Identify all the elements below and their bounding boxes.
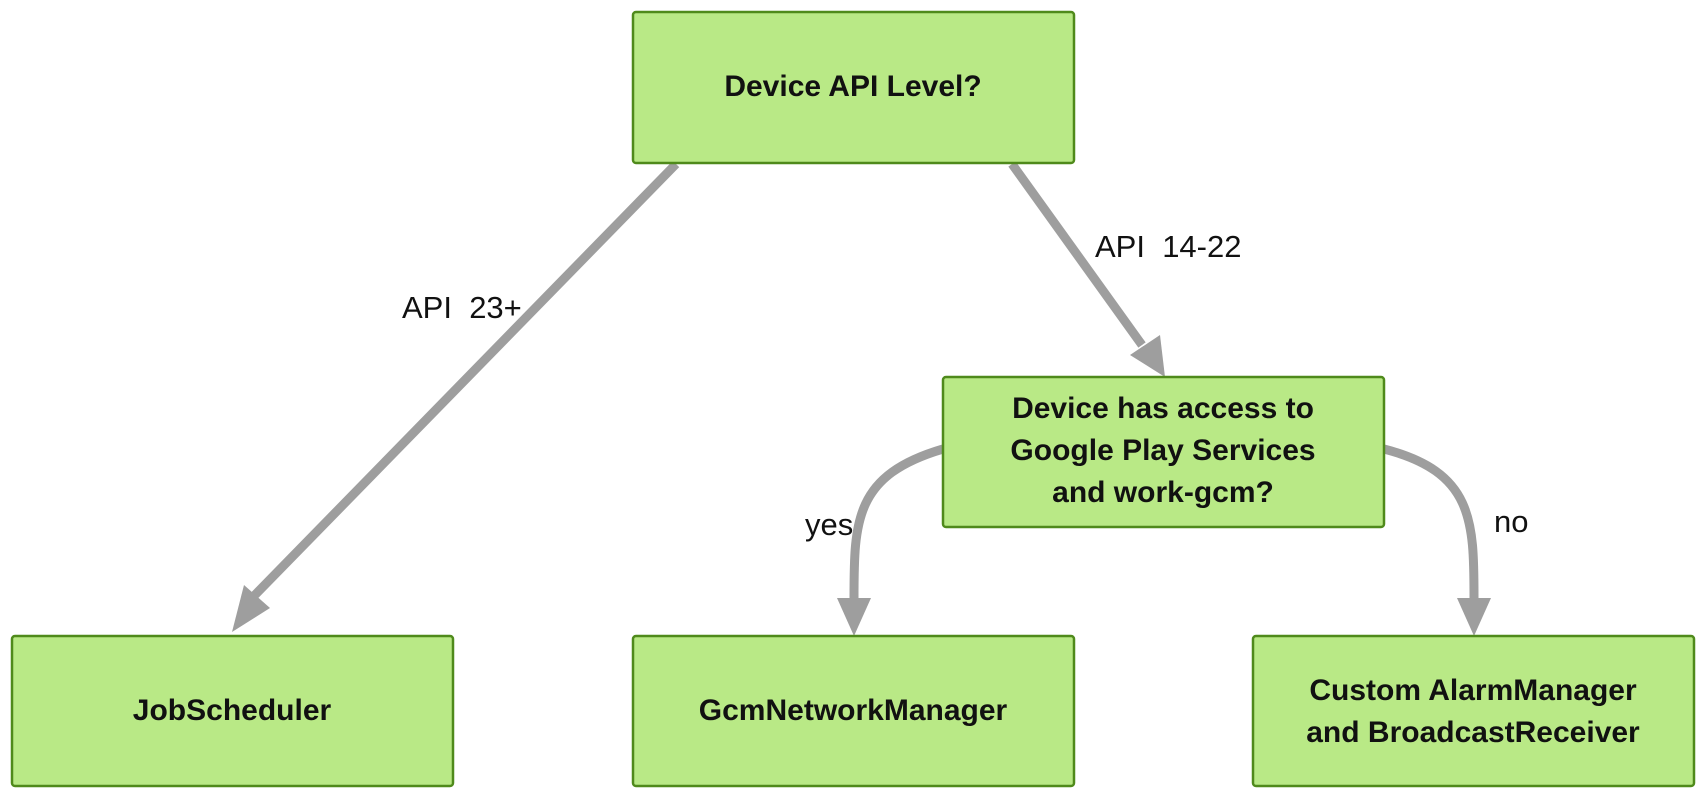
node-play-services-check: Device has access to Google Play Service… [941, 375, 1386, 529]
node-alarm-manager: Custom AlarmManager and BroadcastReceive… [1251, 634, 1696, 788]
node-alarm-manager-box [1251, 634, 1696, 788]
edge-api-14-22: API 14-22 [1008, 161, 1241, 377]
edge-api-14-22-arrowhead [1130, 335, 1165, 377]
node-gcm-network-manager-text: GcmNetworkManager [699, 694, 1008, 727]
edge-api-23-plus-label: API 23+ [402, 290, 522, 325]
edge-yes-arrowhead [837, 598, 871, 636]
node-play-services-check-text-line-2: Google Play Services [1010, 434, 1315, 467]
edge-no-arrowhead [1457, 598, 1491, 636]
node-gcm-network-manager: GcmNetworkManager [631, 634, 1076, 788]
node-job-scheduler-box [10, 634, 455, 788]
edge-api-14-22-line [1008, 161, 1146, 348]
node-alarm-manager-text-line-2: and BroadcastReceiver [1306, 716, 1640, 749]
node-play-services-check-box [941, 375, 1386, 529]
edge-api-23-plus: API 23+ [232, 160, 680, 632]
edge-yes-line [849, 444, 945, 599]
node-device-api-level: Device API Level? [631, 10, 1076, 165]
edge-no-label: no [1494, 504, 1528, 539]
edge-api-23-plus-line [248, 160, 680, 602]
node-gcm-network-manager-box [631, 634, 1076, 788]
node-job-scheduler-text: JobScheduler [133, 694, 332, 727]
node-device-api-level-text: Device API Level? [724, 70, 981, 103]
node-alarm-manager-text-line-1: Custom AlarmManager [1309, 674, 1637, 707]
edge-no: no [1382, 444, 1528, 636]
edge-api-14-22-label: API 14-22 [1095, 229, 1241, 264]
edge-api-23-plus-arrowhead [232, 585, 270, 632]
node-play-services-check-text-line-1: Device has access to [1012, 392, 1314, 425]
node-play-services-check-text-line-3: and work-gcm? [1052, 476, 1274, 509]
node-device-api-level-box [631, 10, 1076, 165]
node-job-scheduler: JobScheduler [10, 634, 455, 788]
edge-yes-label: yes [805, 507, 853, 542]
edge-no-line [1382, 444, 1479, 599]
edge-yes: yes [805, 444, 945, 636]
